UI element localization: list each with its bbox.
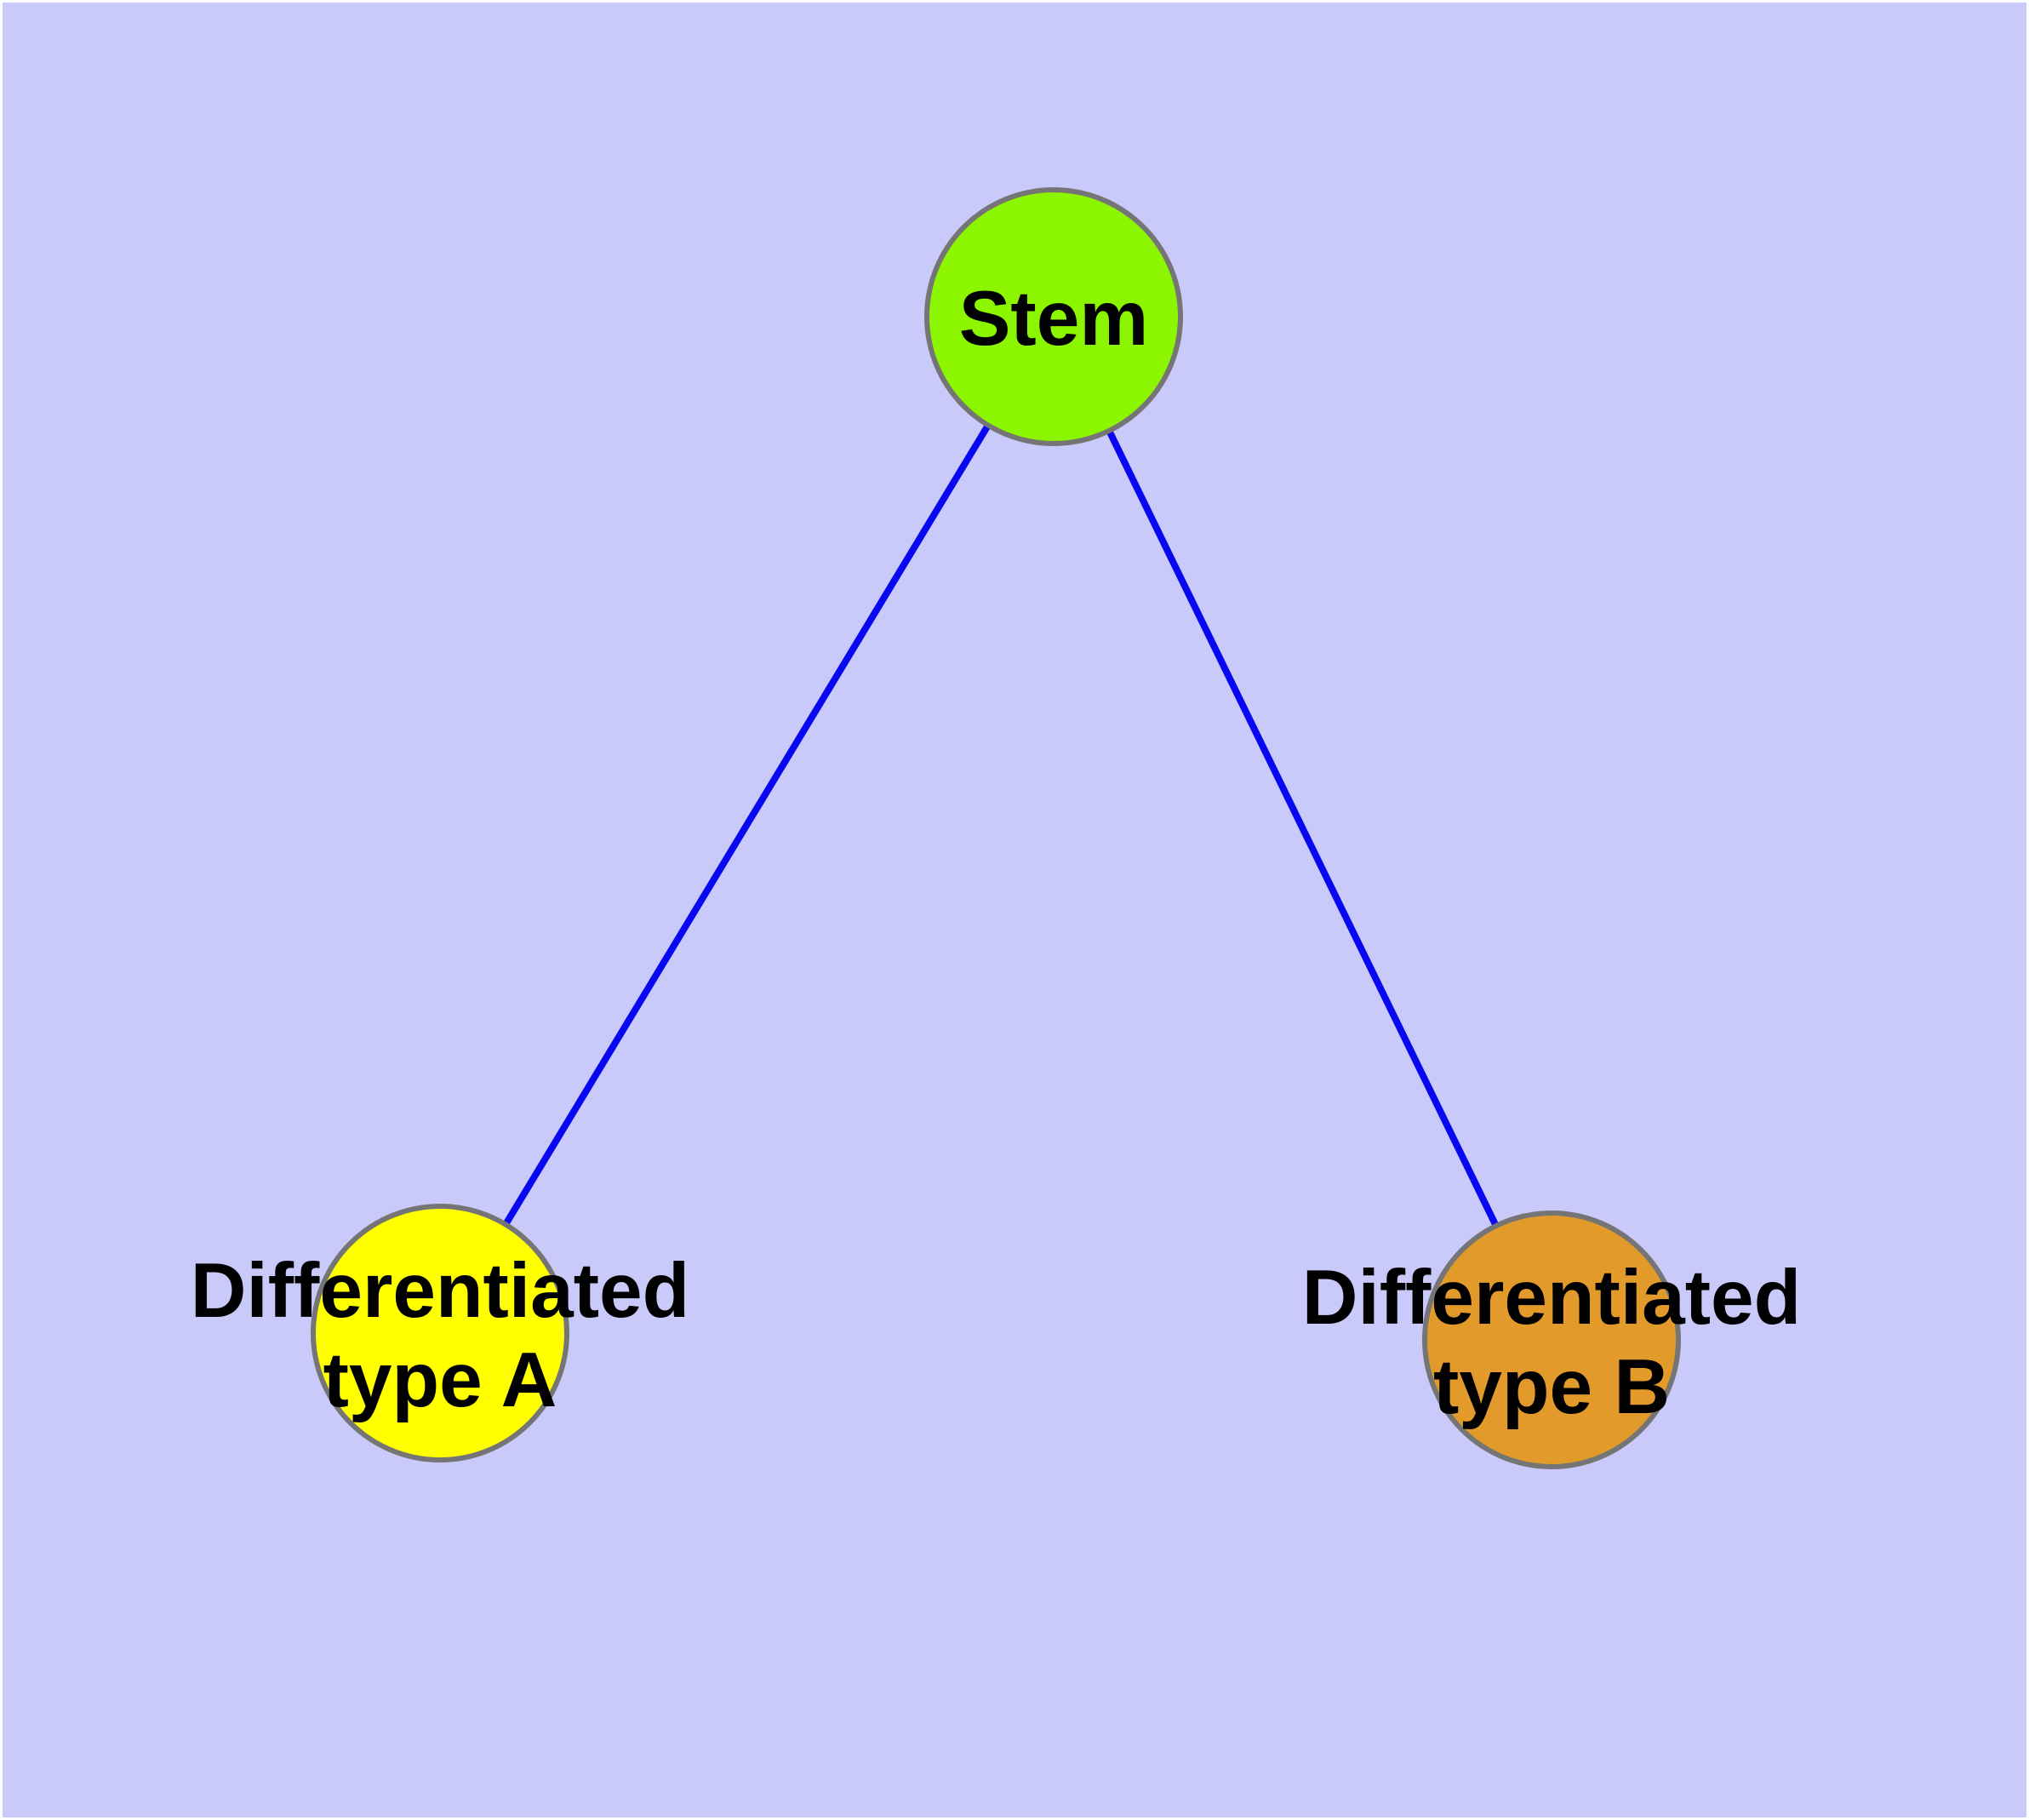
node-differentiated-type-a: Differentiated type A xyxy=(191,1204,690,1462)
edge-stem-to-type-b xyxy=(1050,315,1555,1342)
node-type-a-circle xyxy=(311,1204,569,1462)
node-differentiated-type-b: Differentiated type B xyxy=(1302,1210,1802,1469)
node-type-b-circle xyxy=(1422,1210,1681,1469)
node-stem-label: Stem xyxy=(959,276,1149,362)
edge-group xyxy=(437,314,1555,1342)
node-type-a-label-line1: Differentiated xyxy=(191,1248,690,1334)
node-type-b-label-line1: Differentiated xyxy=(1302,1255,1802,1341)
edge-stem-to-type-a xyxy=(437,314,1057,1336)
node-type-b-label-line2: type B xyxy=(1433,1344,1670,1430)
node-stem-circle xyxy=(924,187,1183,446)
node-stem: Stem xyxy=(924,187,1183,446)
node-type-a-label-line2: type A xyxy=(323,1337,557,1423)
